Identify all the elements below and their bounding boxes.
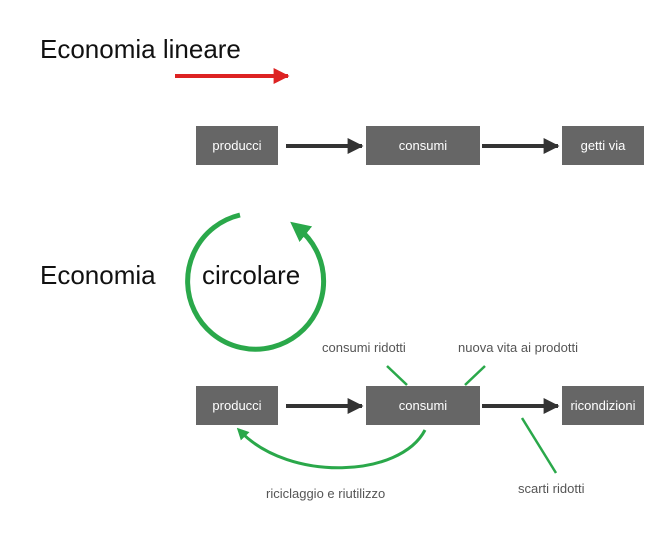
circular-economy-title-part2: circolare <box>202 260 301 290</box>
leader-new-life <box>464 365 486 386</box>
circular-economy-title-part1: Economia <box>40 260 156 290</box>
circular-step-refurbish: ricondizioni <box>562 386 644 425</box>
annotation-reduced-consumption: consumi ridotti <box>322 340 406 355</box>
leader-reduced-waste <box>520 417 558 474</box>
circular-step-consume: consumi <box>366 386 480 425</box>
linear-step-produce: producci <box>196 126 278 165</box>
recycling-curve-arrow <box>236 427 427 470</box>
linear-economy-title: Economia lineare <box>40 34 241 64</box>
linear-step-dispose: getti via <box>562 126 644 165</box>
circular-step-produce: producci <box>196 386 278 425</box>
leader-reduced-consumption <box>386 365 408 386</box>
annotation-reduced-waste: scarti ridotti <box>518 481 585 496</box>
linear-step-consume: consumi <box>366 126 480 165</box>
annotation-recycling: riciclaggio e riutilizzo <box>266 486 386 501</box>
annotation-new-life: nuova vita ai prodotti <box>458 340 578 355</box>
circular-loop-arrow <box>185 212 327 352</box>
